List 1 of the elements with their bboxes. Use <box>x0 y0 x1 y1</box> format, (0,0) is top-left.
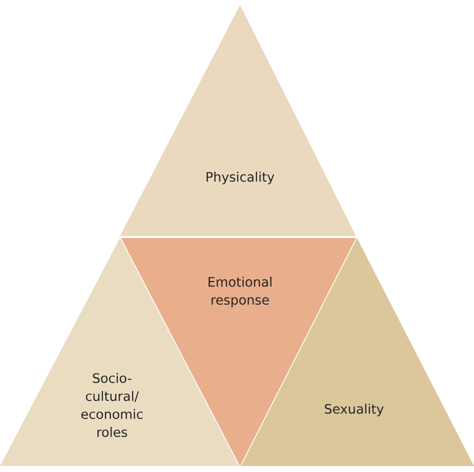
triangle: Physicality <box>120 5 356 236</box>
